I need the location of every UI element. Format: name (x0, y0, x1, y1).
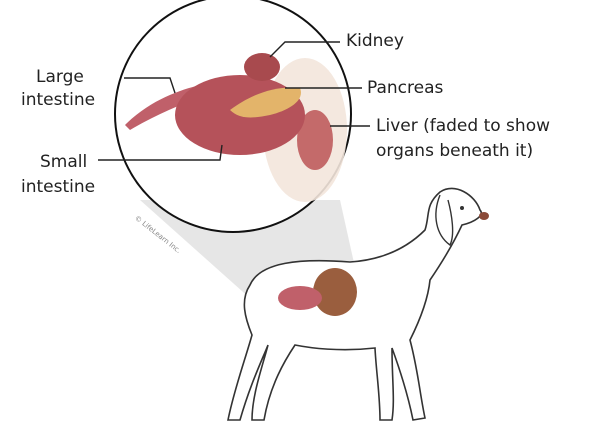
label-large-intestine-1: Large (36, 67, 84, 87)
dog-ear (435, 194, 454, 247)
dog-intestines-small (278, 286, 322, 310)
label-kidney: Kidney (346, 31, 404, 51)
label-pancreas: Pancreas (367, 78, 444, 98)
label-liver-2: organs beneath it) (376, 141, 534, 161)
leader-lines (98, 41, 370, 161)
label-small-intestine-1: Small (40, 152, 88, 172)
label-large-intestine-2: intestine (21, 90, 96, 110)
pancreas (230, 87, 301, 118)
kidney (244, 53, 280, 81)
dog-liver-small (313, 268, 357, 316)
dog-eye (460, 206, 464, 210)
label-small-intestine-2: intestine (21, 177, 96, 197)
dog-nose (479, 212, 489, 220)
label-liver-1: Liver (faded to show (376, 116, 550, 136)
liver-lobe (297, 110, 333, 170)
dog-outline (227, 187, 482, 421)
